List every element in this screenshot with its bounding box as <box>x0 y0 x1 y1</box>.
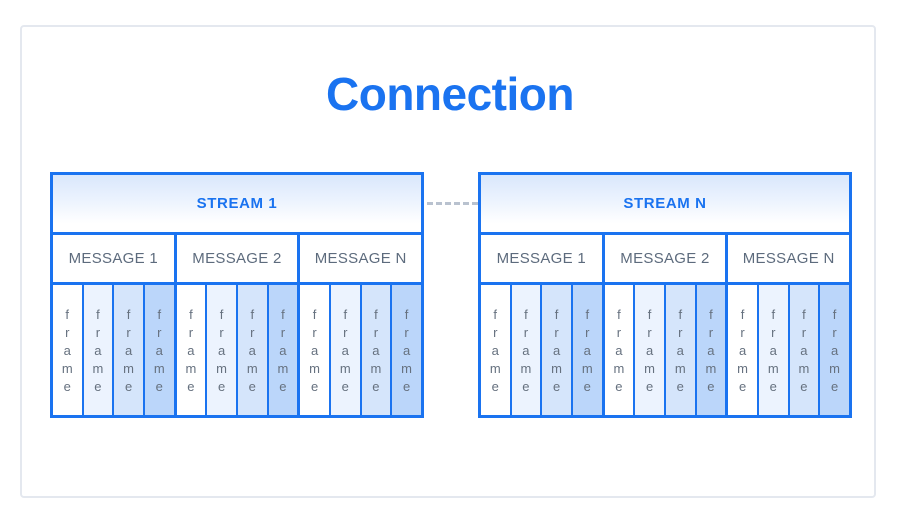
stream-header-1: STREAM 1 <box>53 175 421 235</box>
frame-cell[interactable]: f r a m e <box>207 285 239 415</box>
frame-label: f r a m e <box>644 307 656 394</box>
messages-row: MESSAGE 1 MESSAGE 2 MESSAGE N <box>481 235 850 285</box>
messages-row: MESSAGE 1 MESSAGE 2 MESSAGE N <box>53 235 422 285</box>
frame-label: f r a m e <box>581 307 593 394</box>
frame-label: f r a m e <box>277 307 289 394</box>
frame-label: f r a m e <box>401 307 413 394</box>
frame-label: f r a m e <box>370 307 382 394</box>
message-cell[interactable]: MESSAGE 1 <box>481 235 605 282</box>
frame-cell[interactable]: f r a m e <box>820 285 850 415</box>
frame-label: f r a m e <box>705 307 717 394</box>
dashed-link-icon <box>427 202 478 205</box>
frame-cell[interactable]: f r a m e <box>114 285 146 415</box>
frame-label: f r a m e <box>737 307 749 394</box>
stream-label: STREAM N <box>623 195 707 212</box>
frame-cell[interactable]: f r a m e <box>573 285 602 415</box>
frame-cell[interactable]: f r a m e <box>238 285 269 415</box>
frame-label: f r a m e <box>246 307 258 394</box>
frame-cell[interactable]: f r a m e <box>331 285 362 415</box>
page-title: Connection <box>326 68 574 120</box>
frames-row: f r a m e f r a m e f r a m e f r a m e f r … <box>481 285 850 415</box>
frame-label: f r a m e <box>123 307 135 394</box>
frame-cell[interactable]: f r a m e <box>83 285 115 415</box>
message-label: MESSAGE 2 <box>192 250 282 267</box>
message-label: MESSAGE N <box>742 250 835 267</box>
frame-cell[interactable]: f r a m e <box>300 285 332 415</box>
stream-header-2: STREAM N <box>481 175 849 235</box>
frame-label: f r a m e <box>829 307 841 394</box>
stream-box-1[interactable]: STREAM 1 MESSAGE 1 MESSAGE 2 MESSAGE N f r a… <box>50 172 424 418</box>
frame-label: f r a m e <box>309 307 321 394</box>
frame-cell[interactable]: f r a m e <box>542 285 574 415</box>
frame-label: f r a m e <box>185 307 197 394</box>
frame-cell[interactable]: f r a m e <box>392 285 422 415</box>
frame-cell[interactable]: f r a m e <box>789 285 821 415</box>
frame-cell[interactable]: f r a m e <box>361 285 393 415</box>
message-label: MESSAGE 1 <box>68 250 159 267</box>
frame-cell[interactable]: f r a m e <box>728 285 760 415</box>
message-cell[interactable]: MESSAGE 1 <box>53 235 177 282</box>
frame-cell[interactable]: f r a m e <box>635 285 667 415</box>
message-label: MESSAGE N <box>314 250 407 267</box>
message-cell[interactable]: MESSAGE 2 <box>176 235 301 282</box>
frame-label: f r a m e <box>798 307 810 394</box>
frame-label: f r a m e <box>339 307 351 394</box>
frame-label: f r a m e <box>489 307 501 394</box>
frame-cell[interactable]: f r a m e <box>481 285 512 415</box>
frame-cell[interactable]: f r a m e <box>176 285 208 415</box>
frame-label: f r a m e <box>520 307 532 394</box>
message-cell[interactable]: MESSAGE N <box>300 235 422 282</box>
frame-label: f r a m e <box>61 307 73 394</box>
frames-row: f r a m e f r a m e f r a m e f r a m e f r … <box>53 285 422 415</box>
frame-label: f r a m e <box>216 307 228 394</box>
stream-label: STREAM 1 <box>196 195 278 212</box>
streams-container: STREAM 1 MESSAGE 1 MESSAGE 2 MESSAGE N f r a… <box>50 172 860 418</box>
frame-cell[interactable]: f r a m e <box>53 285 84 415</box>
frame-label: f r a m e <box>92 307 104 394</box>
frame-cell[interactable]: f r a m e <box>666 285 697 415</box>
frame-label: f r a m e <box>613 307 625 394</box>
message-label: MESSAGE 2 <box>620 250 710 267</box>
frame-cell[interactable]: f r a m e <box>604 285 636 415</box>
frame-label: f r a m e <box>551 307 563 394</box>
frame-cell[interactable]: f r a m e <box>268 285 298 415</box>
frame-cell[interactable]: f r a m e <box>696 285 726 415</box>
stream-box-2[interactable]: STREAM N MESSAGE 1 MESSAGE 2 MESSAGE N f r a… <box>478 172 852 418</box>
message-cell[interactable]: MESSAGE 2 <box>604 235 729 282</box>
message-label: MESSAGE 1 <box>496 250 587 267</box>
frame-cell[interactable]: f r a m e <box>511 285 543 415</box>
frame-cell[interactable]: f r a m e <box>759 285 790 415</box>
frame-cell[interactable]: f r a m e <box>145 285 174 415</box>
frame-label: f r a m e <box>674 307 686 394</box>
frame-label: f r a m e <box>153 307 165 394</box>
frame-label: f r a m e <box>767 307 779 394</box>
message-cell[interactable]: MESSAGE N <box>728 235 850 282</box>
